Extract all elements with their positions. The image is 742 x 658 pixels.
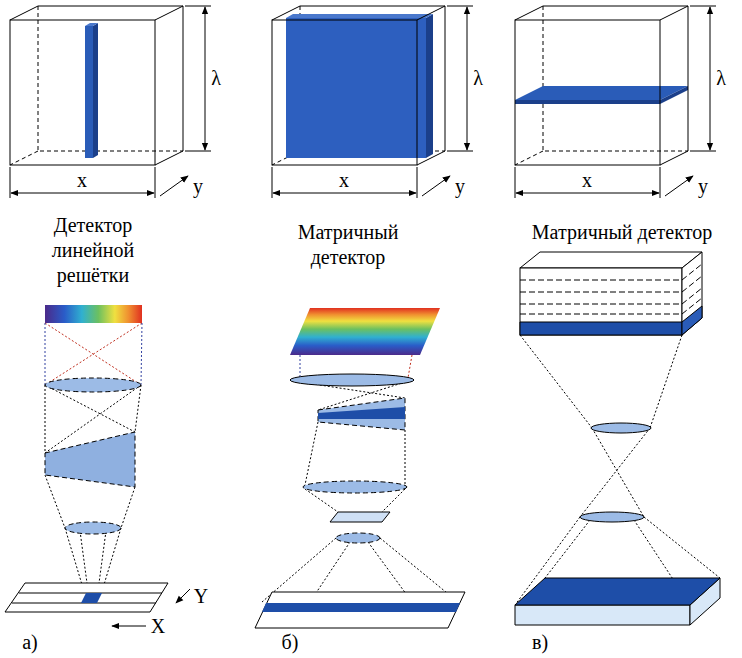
cube: [10, 6, 211, 198]
data-slice: [515, 86, 688, 104]
cube: [272, 6, 473, 198]
line-scan-optics: [5, 305, 190, 626]
dimension-label: λ: [211, 66, 221, 91]
panel-letter: б): [282, 630, 299, 655]
data-slice: [286, 14, 433, 158]
detector-label: Матричный детектор: [532, 220, 712, 245]
dimension-label: y: [455, 174, 465, 199]
detector-label: Матричный детектор: [283, 220, 413, 270]
matrix-scan-optics: [255, 308, 465, 628]
dimension-label: x: [339, 168, 349, 193]
snapshot-optics: [515, 252, 720, 625]
detector-label: Детектор линейной решётки: [28, 213, 158, 288]
data-slice: [85, 23, 98, 158]
data-cubes: [10, 6, 716, 198]
axis-label: Y: [194, 584, 208, 609]
panel-letter: а): [22, 630, 38, 655]
dimension-label: λ: [473, 66, 483, 91]
dimension-label: y: [698, 174, 708, 199]
axis-label: X: [151, 614, 165, 639]
dimension-label: x: [77, 168, 87, 193]
dimension-label: λ: [716, 66, 726, 91]
dimension-label: y: [193, 174, 203, 199]
cube: [515, 6, 716, 198]
dimension-label: x: [582, 168, 592, 193]
panel-letter: в): [532, 630, 548, 655]
